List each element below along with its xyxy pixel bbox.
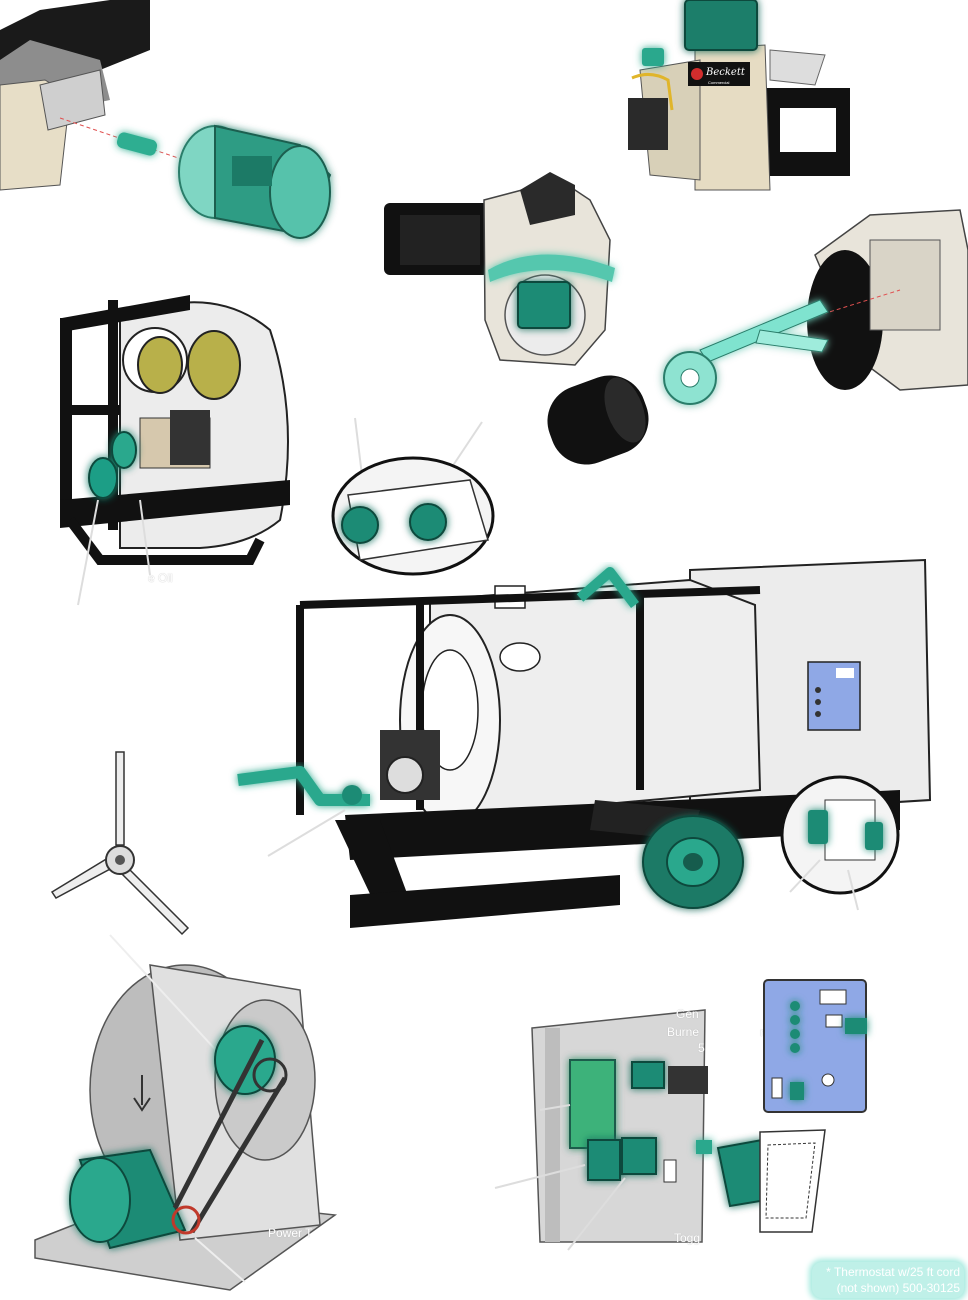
thermostat-note-line1: * Thermostat w/25 ft cord (826, 1265, 960, 1279)
connector-part (341, 503, 447, 544)
fill-cap-part (576, 567, 639, 609)
gen-label: Gen (676, 1007, 699, 1021)
thermostat-note-line2: (not shown) 500-30125 (836, 1281, 960, 1295)
control-panel-icon: Gen Burne r 5 Togg (494, 979, 867, 1251)
heater-cutaway: e Oil (60, 295, 290, 606)
switch-callout (780, 775, 900, 911)
blower-motor-icon (178, 124, 332, 239)
indicator-lights-part (790, 1001, 867, 1100)
blower-motor-assembly (0, 0, 332, 239)
logo-subtext: Commercial (708, 80, 729, 85)
electrode-assembly (547, 209, 968, 465)
fuel-line-part (237, 766, 370, 806)
connector-callout (331, 417, 495, 576)
coupling-part (116, 132, 158, 156)
nozzle-cap (547, 375, 649, 465)
burner-label: Burne (667, 1025, 699, 1039)
fuel-pump-part (642, 0, 758, 66)
control-box (807, 661, 861, 731)
small-s-label: 5 (698, 1041, 705, 1055)
wheel-part (642, 815, 744, 909)
small-r-label: r (760, 1025, 764, 1039)
power-label: Power T (268, 1226, 313, 1240)
oil-burner-middle (384, 172, 615, 366)
oil-pump-label: e Oil (148, 571, 173, 585)
blower-motor-part (69, 1025, 276, 1250)
circuit-board-part (569, 1059, 616, 1149)
thermostat-note: * Thermostat w/25 ft cord (not shown) 50… (812, 1262, 964, 1298)
oil-burner-top: Beckett Commercial (628, 0, 850, 191)
electrode-part (663, 299, 829, 405)
front-panel (763, 979, 867, 1113)
relay-part (587, 1061, 665, 1181)
oil-pump-part (88, 431, 137, 499)
fan-blade-icon (50, 751, 190, 936)
beckett-logo: Beckett Commercial (688, 62, 750, 86)
heater-unit-icon (237, 558, 932, 928)
blower-belt-icon: Power T (34, 934, 338, 1291)
switch-part (808, 810, 883, 850)
drive-belt (171, 1038, 288, 1235)
ignition-transformer-part (488, 254, 615, 329)
logo-text: Beckett (705, 67, 746, 78)
toggle-label: Togg (674, 1231, 700, 1245)
